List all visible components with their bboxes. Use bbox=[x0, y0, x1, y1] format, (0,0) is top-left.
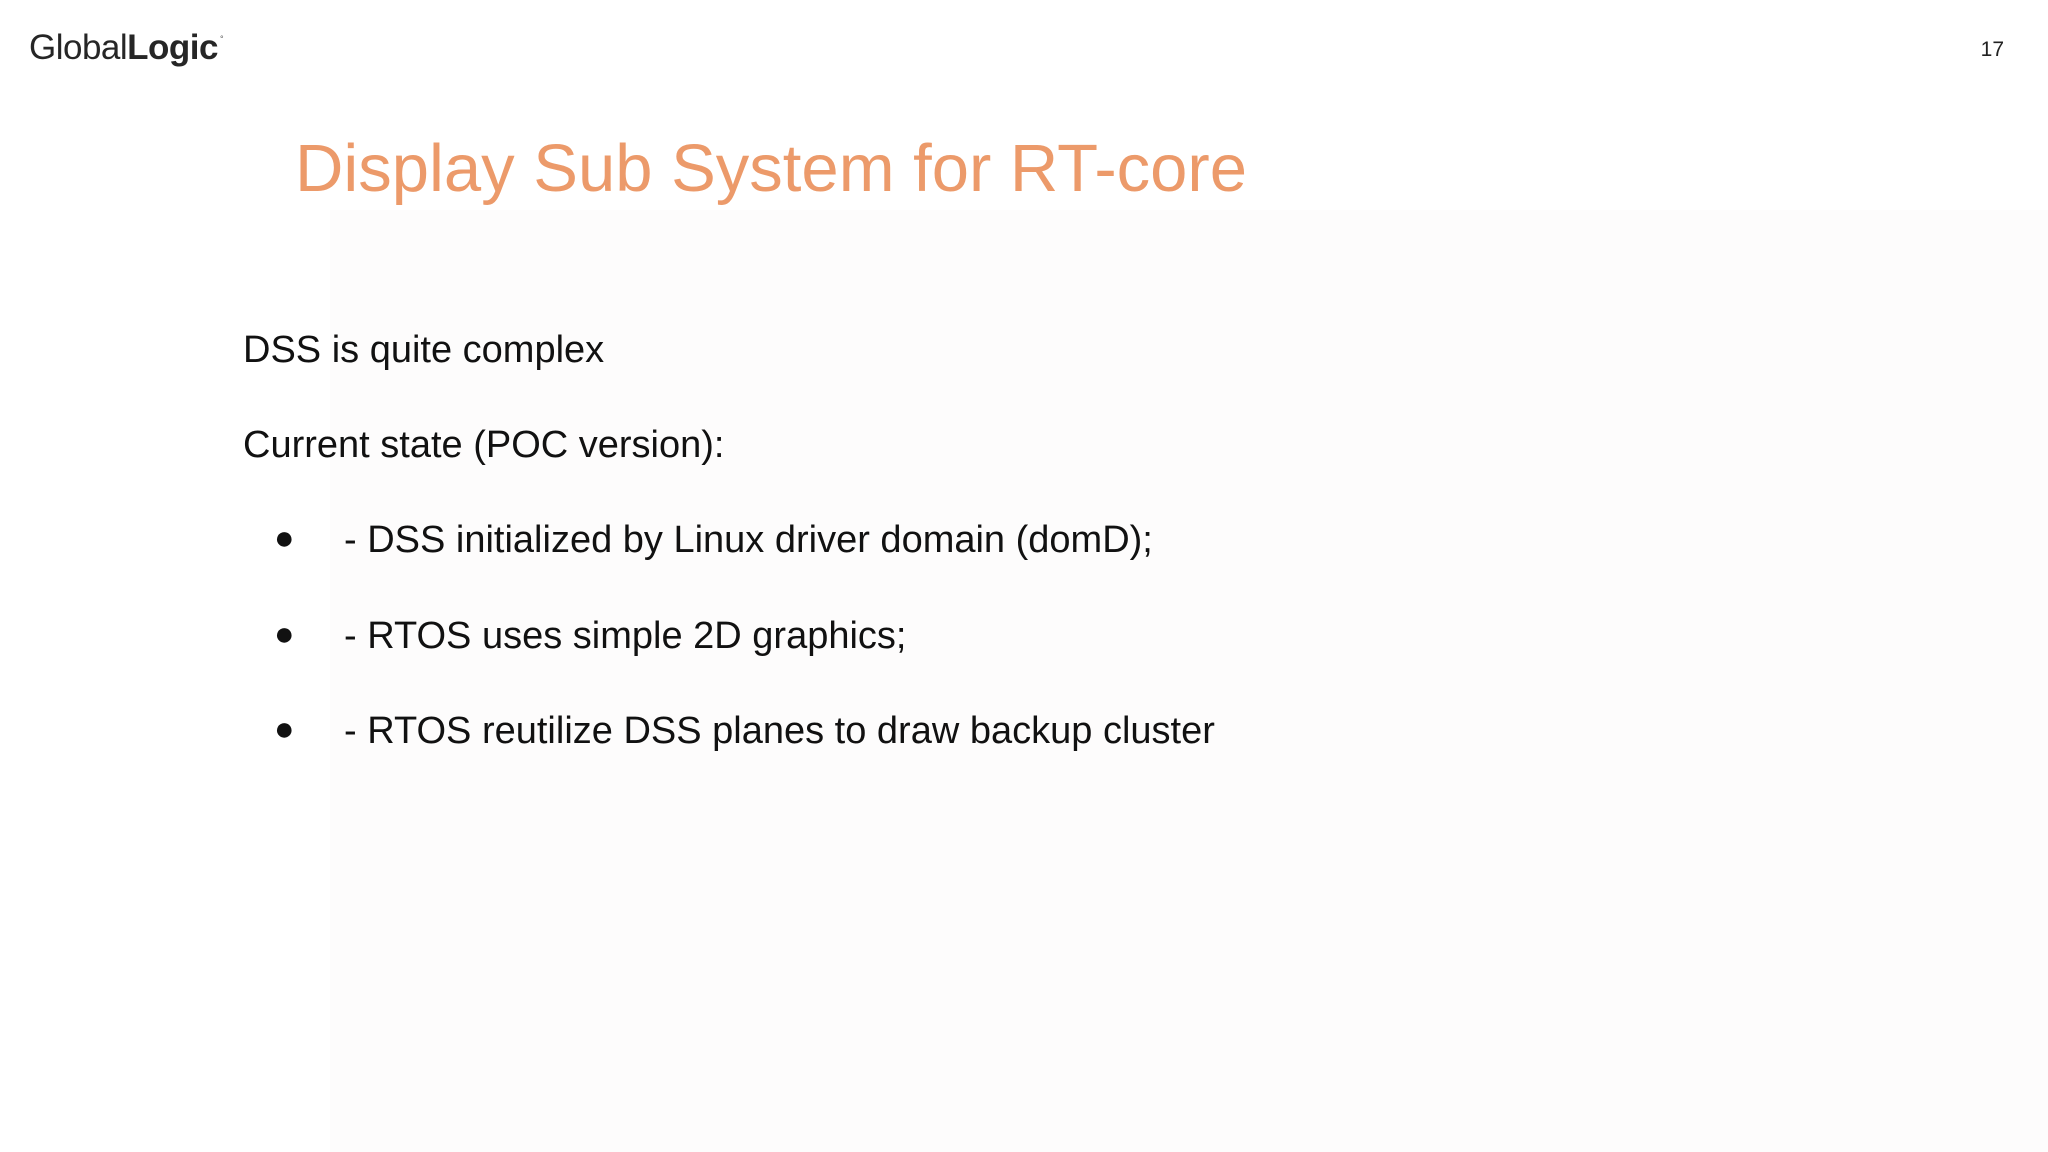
paragraph-dss-complex: DSS is quite complex bbox=[243, 329, 605, 371]
bullet-icon: ● bbox=[274, 519, 295, 557]
logo-text-bold: Logic bbox=[127, 28, 218, 67]
bullet-text: - DSS initialized by Linux driver domain… bbox=[344, 519, 1153, 561]
logo-text-regular: Global bbox=[29, 28, 128, 67]
page-number: 17 bbox=[1980, 38, 2004, 61]
bullet-text: - RTOS reutilize DSS planes to draw back… bbox=[344, 710, 1215, 752]
bullet-text: - RTOS uses simple 2D graphics; bbox=[344, 615, 907, 657]
content-background bbox=[330, 210, 2048, 1152]
slide-title: Display Sub System for RT-core bbox=[295, 131, 1247, 206]
logo-registered-mark: ° bbox=[220, 34, 224, 44]
bullet-icon: ● bbox=[274, 615, 295, 653]
bullet-icon: ● bbox=[274, 710, 295, 748]
paragraph-current-state: Current state (POC version): bbox=[243, 424, 725, 466]
